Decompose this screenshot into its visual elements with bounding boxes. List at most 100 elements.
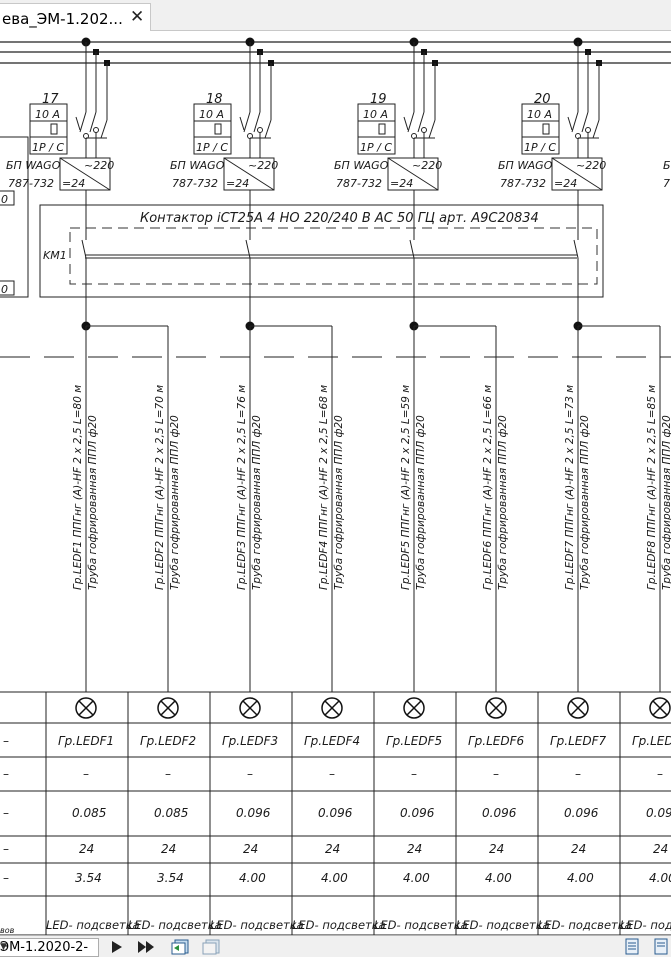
voltage-cell: 24 bbox=[571, 842, 586, 856]
layout-name: ЭМ-1.2020-2- bbox=[0, 940, 89, 955]
voltage-cell: 24 bbox=[243, 842, 258, 856]
cable-label: Гр.LEDF1 ППГнг (А)-HF 2 x 2,5 L=80 м bbox=[72, 385, 84, 590]
contactor-dashed-frame bbox=[69, 227, 598, 285]
cable-label: Гр.LEDF5 ППГнг (А)-HF 2 x 2,5 L=59 м bbox=[400, 385, 412, 590]
left-box-mark: 0 bbox=[1, 193, 8, 206]
current-cell: 4.00 bbox=[649, 871, 671, 885]
cable-label: Гр.LEDF2 ППГнг (А)-HF 2 x 2,5 L=70 м bbox=[154, 385, 166, 590]
group-cell: Гр.LEDF5 bbox=[386, 734, 442, 748]
pipe-label: Труба гофрированная ППЛ ф20 bbox=[415, 415, 427, 590]
psu-dc: =24 bbox=[62, 177, 85, 190]
voltage-cell: 24 bbox=[161, 842, 176, 856]
group-cell: Гр.LEDF4 bbox=[304, 734, 360, 748]
breaker-number: 18 bbox=[206, 92, 223, 107]
name-cell: LED- подсветка bbox=[128, 918, 222, 932]
psu-ac: ~220 bbox=[84, 159, 114, 172]
page-view-icon[interactable] bbox=[622, 937, 642, 956]
left-dash-cell: – bbox=[3, 842, 9, 856]
psu-label: БП WAGO bbox=[170, 159, 225, 172]
document-tab-bar: ева_ЭМ-1.202... ✕ bbox=[0, 0, 671, 31]
psu-label-partial: Б bbox=[663, 159, 671, 172]
psu-model: 787-732 bbox=[172, 177, 218, 190]
psu-dc: =24 bbox=[554, 177, 577, 190]
breaker-number: 20 bbox=[534, 92, 551, 107]
play-icon[interactable] bbox=[106, 937, 126, 956]
left-partial-box bbox=[0, 136, 29, 298]
left-dash-cell: – bbox=[3, 871, 9, 885]
psu-model-partial: 7 bbox=[663, 177, 670, 190]
cable-label: Гр.LEDF4 ППГнг (А)-HF 2 x 2,5 L=68 м bbox=[318, 385, 330, 590]
voltage-cell: 24 bbox=[407, 842, 422, 856]
cable-label: Гр.LEDF7 ППГнг (А)-HF 2 x 2,5 L=73 м bbox=[564, 385, 576, 590]
name-cell: LED- подсветка bbox=[538, 918, 632, 932]
name-cell: LED- подсветка bbox=[374, 918, 468, 932]
breaker-rating: 10 A bbox=[199, 108, 224, 121]
layout-forward-icon[interactable] bbox=[201, 937, 221, 956]
group-cell: Гр.LEDF1 bbox=[58, 734, 114, 748]
contactor-title: Контактор iCT25A 4 НО 220/240 В АС 50 ГЦ… bbox=[140, 211, 539, 226]
current-cell: 4.00 bbox=[239, 871, 266, 885]
breaker-box bbox=[193, 103, 232, 155]
left-dash-cell: – bbox=[3, 734, 9, 748]
pipe-label: Труба гофрированная ППЛ ф20 bbox=[169, 415, 181, 590]
name-cell: LED- подсветка bbox=[210, 918, 304, 932]
psu-label: БП WAGO bbox=[334, 159, 389, 172]
breaker-rating: 10 A bbox=[35, 108, 60, 121]
pipe-label: Труба гофрированная ППЛ ф20 bbox=[497, 415, 509, 590]
close-icon[interactable]: ✕ bbox=[130, 7, 145, 27]
schematic-drawing[interactable]: 0 0 Контактор iCT25A 4 НО 220/240 В АС 5… bbox=[0, 31, 671, 935]
breaker-box bbox=[521, 103, 560, 155]
group-cell: Гр.LEDF6 bbox=[468, 734, 525, 748]
chevron-down-icon: ▼ bbox=[0, 942, 7, 952]
current-cell: 4.00 bbox=[403, 871, 430, 885]
breaker-box bbox=[29, 103, 68, 155]
breaker-poles: 1P / C bbox=[360, 141, 392, 154]
page-view-alt-icon[interactable] bbox=[651, 937, 671, 956]
left-dash-cell: – bbox=[3, 767, 9, 781]
voltage-cell: 24 bbox=[653, 842, 668, 856]
status-bar: ЭМ-1.2020-2- ▼ bbox=[0, 935, 671, 957]
power-cell: 0.096 bbox=[646, 806, 671, 820]
contactor-contact bbox=[81, 239, 87, 259]
left-partial-label: вов bbox=[0, 926, 15, 935]
dash-cell: – bbox=[165, 767, 171, 781]
power-cell: 0.085 bbox=[72, 806, 106, 820]
psu-dc: =24 bbox=[226, 177, 249, 190]
current-cell: 4.00 bbox=[485, 871, 512, 885]
voltage-cell: 24 bbox=[489, 842, 504, 856]
contactor-frame bbox=[39, 204, 604, 298]
group-cell: Гр.LED bbox=[632, 734, 671, 748]
dash-cell: – bbox=[575, 767, 581, 781]
dash-cell: – bbox=[247, 767, 253, 781]
psu-ac: ~220 bbox=[248, 159, 278, 172]
document-tab[interactable]: ева_ЭМ-1.202... ✕ bbox=[0, 3, 151, 31]
layout-back-icon[interactable] bbox=[170, 937, 190, 956]
breaker-rating: 10 A bbox=[363, 108, 388, 121]
cable-label: Гр.LEDF6 ППГнг (А)-HF 2 x 2,5 L=66 м bbox=[482, 385, 494, 590]
name-cell: LED- подсветка bbox=[620, 918, 671, 932]
voltage-cell: 24 bbox=[325, 842, 340, 856]
power-cell: 0.096 bbox=[482, 806, 517, 820]
group-cell: Гр.LEDF3 bbox=[222, 734, 278, 748]
left-dash-cell: – bbox=[3, 806, 9, 820]
psu-label: БП WAGO bbox=[6, 159, 61, 172]
cable-label: Гр.LEDF8 ППГнг (А)-HF 2 x 2,5 L=85 м bbox=[646, 385, 658, 590]
current-cell: 3.54 bbox=[75, 871, 102, 885]
name-cell: LED- подсветка bbox=[46, 918, 140, 932]
fast-forward-icon[interactable] bbox=[136, 937, 156, 956]
layout-select[interactable]: ЭМ-1.2020-2- ▼ bbox=[0, 938, 99, 957]
name-cell: LED- подсветка bbox=[456, 918, 550, 932]
table-left-partial: – – – – – вов bbox=[0, 734, 15, 935]
